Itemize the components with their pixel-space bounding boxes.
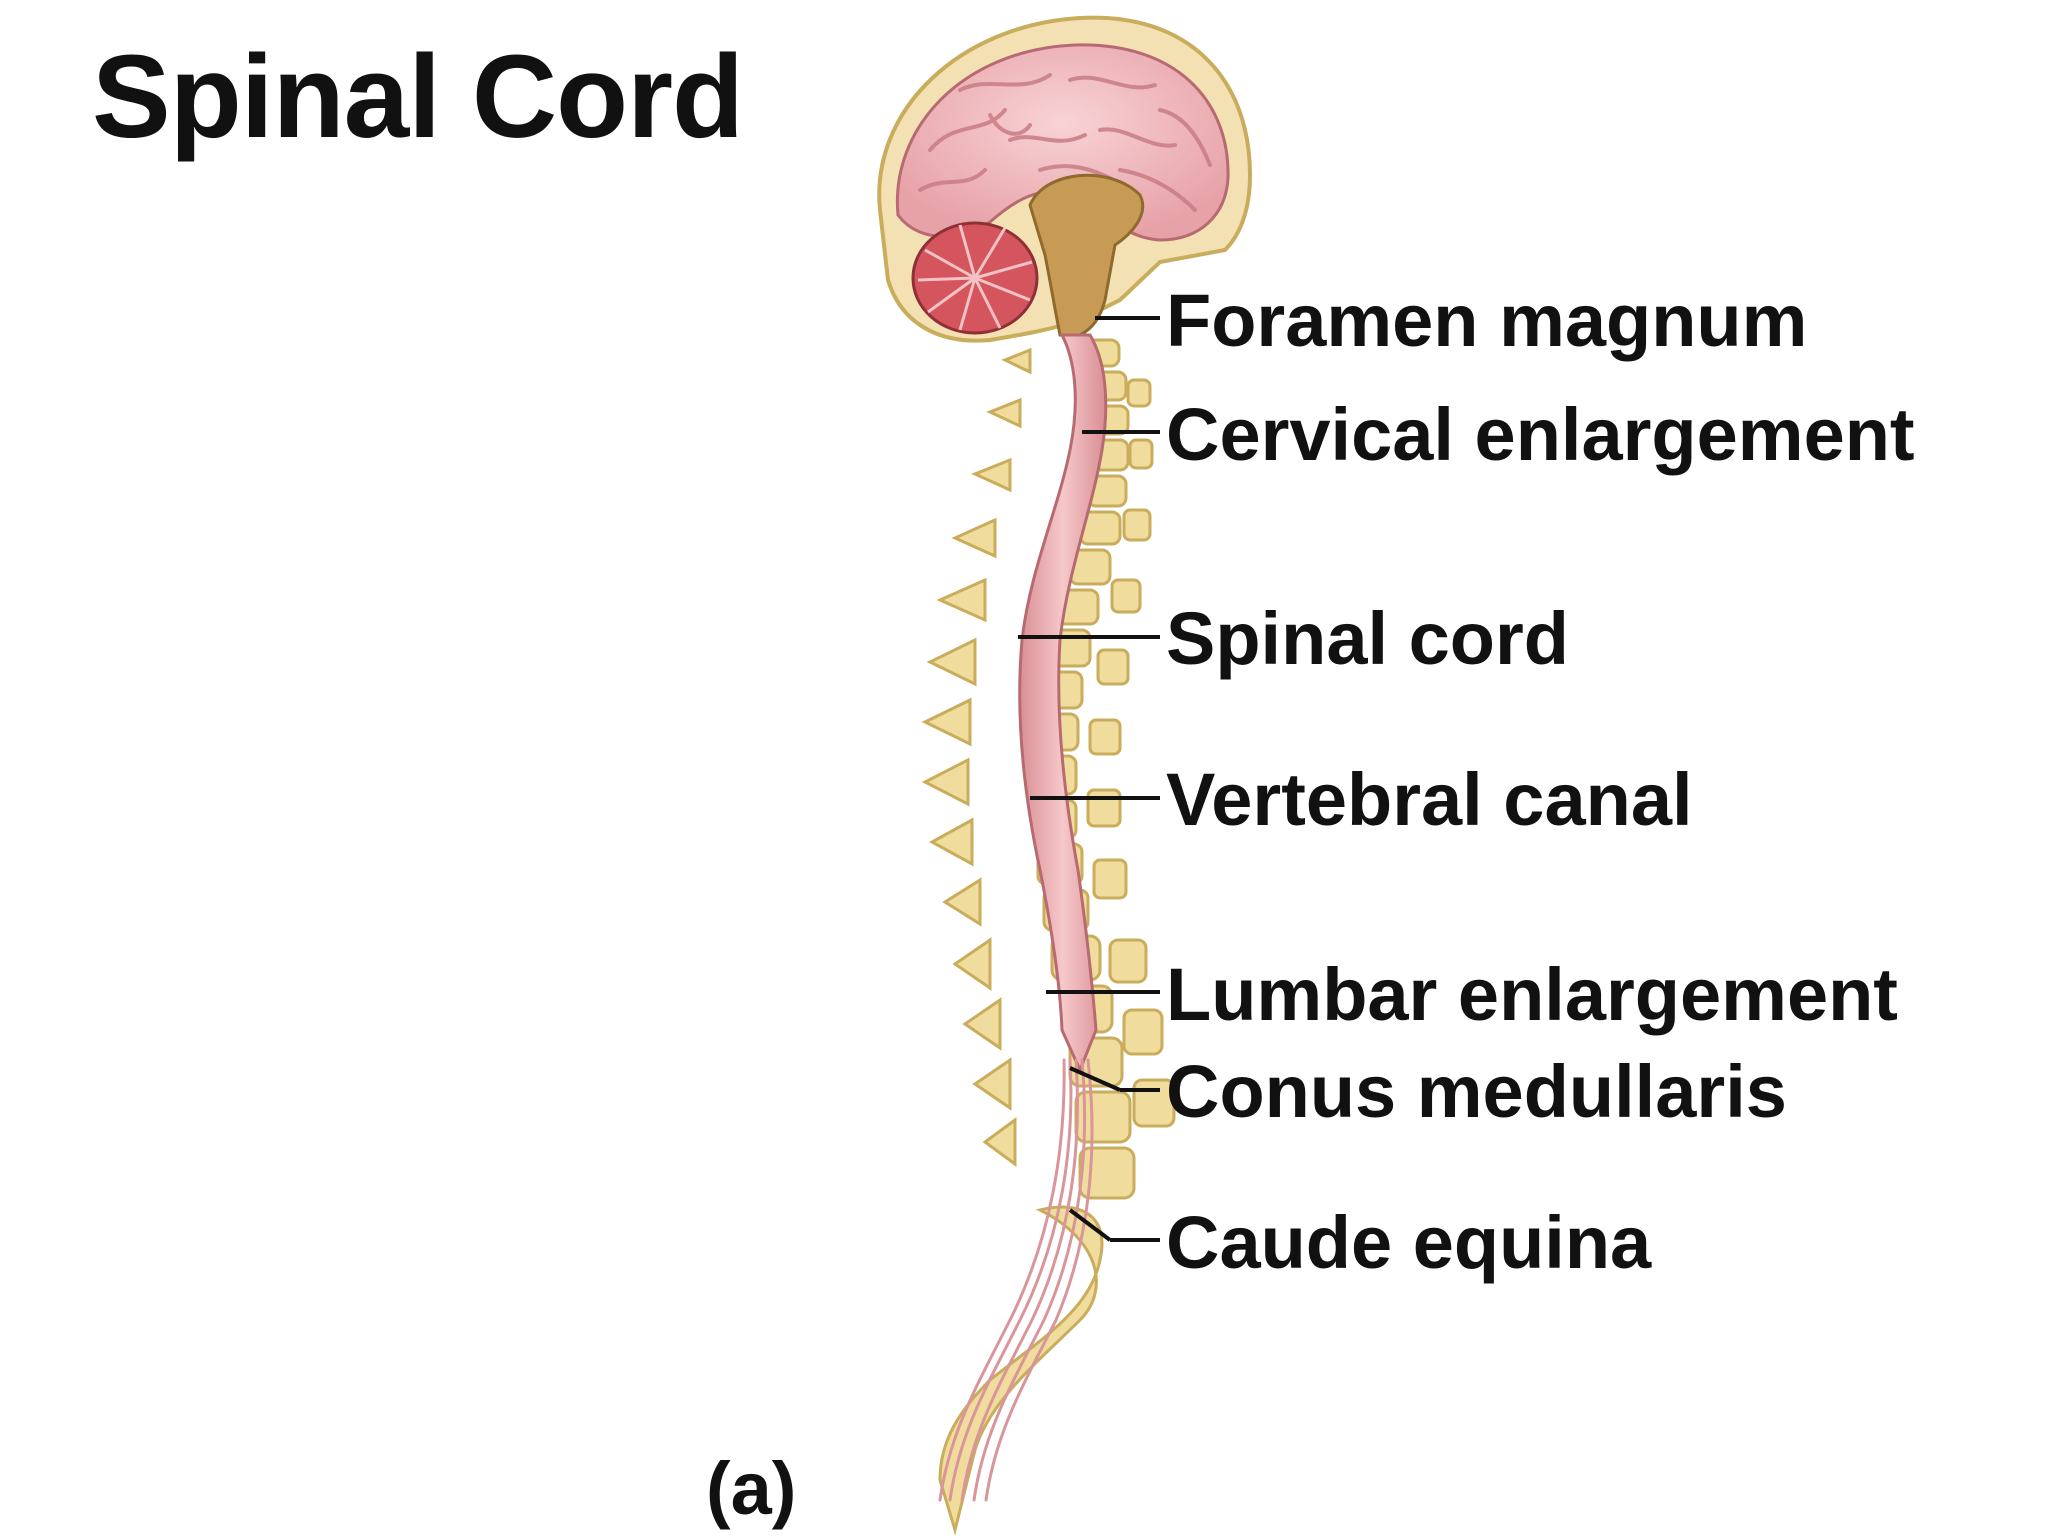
- label-lumbar-enlargement: Lumbar enlargement: [1166, 953, 1898, 1036]
- vertebral-column: [921, 338, 1176, 1536]
- brainstem: [1028, 173, 1145, 337]
- leader-lines: [1018, 316, 1160, 1242]
- label-vertebral-canal: Vertebral canal: [1166, 758, 1693, 841]
- label-spinal-cord: Spinal cord: [1166, 597, 1569, 680]
- label-foramen-magnum: Foramen magnum: [1166, 279, 1808, 362]
- label-conus-medullaris: Conus medullaris: [1166, 1050, 1787, 1133]
- cerebellum: [911, 221, 1039, 335]
- label-caude-equina: Caude equina: [1166, 1201, 1652, 1284]
- cauda-equina-strands: [938, 1058, 1094, 1502]
- spinal-cord-tissue: [1018, 333, 1108, 1074]
- panel-label: (a): [706, 1447, 797, 1530]
- page-title: Spinal Cord: [92, 31, 744, 163]
- label-cervical-enlargement: Cervical enlargement: [1166, 393, 1915, 476]
